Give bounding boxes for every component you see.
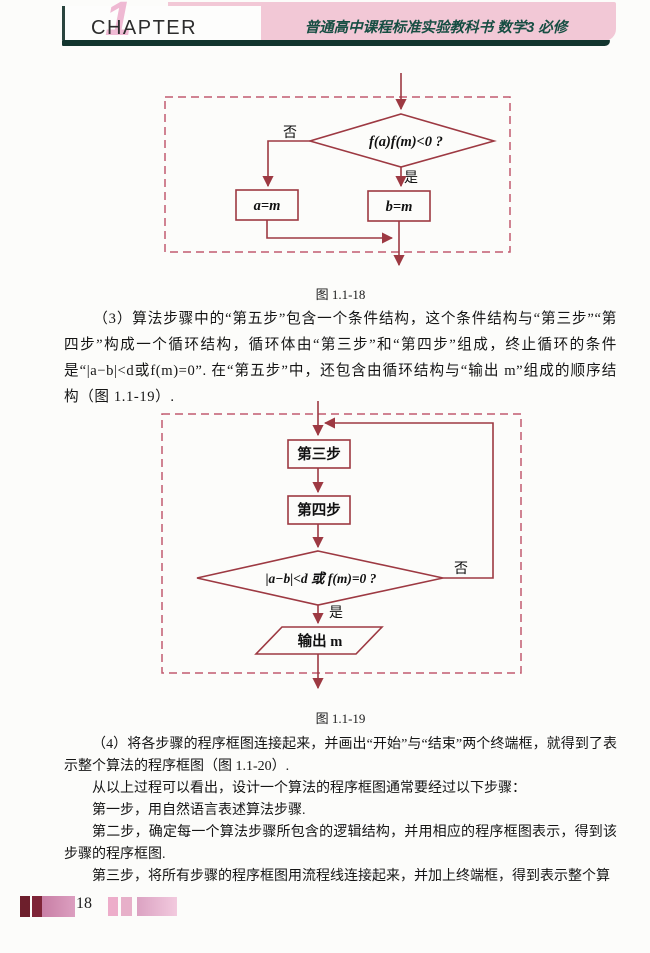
paragraph-8: 第三步，将所有步骤的程序框图用流程线连接起来，并加上终端框，得到表示整个算	[92, 869, 610, 884]
chapter-header: 1 CHAPTER 普通高中课程标准实验教科书 数学3 必修	[62, 0, 616, 48]
book-title: 普通高中课程标准实验教科书 数学3 必修	[304, 20, 568, 36]
footer-decor-block	[137, 897, 177, 916]
process-box-b	[367, 190, 431, 222]
figure-2-caption: 图 1.1-19	[315, 711, 366, 726]
decision-condition-text: |a−b|<d 或 f(m)=0 ?	[266, 571, 377, 586]
chapter-label: CHAPTER	[91, 17, 198, 39]
paragraph-6: 第一步，用自然语言表述算法步骤.	[92, 803, 306, 818]
decision-condition-text: f(a)f(m)<0 ?	[369, 134, 443, 150]
paragraph-7: 第二步，确定每一个算法步骤所包含的逻辑结构，并用相应的程序框图表示，得到该步骤的…	[64, 825, 617, 862]
flow-arrow-loop-back	[323, 417, 494, 579]
body-text-block: （4）将各步骤的程序框图连接起来，并画出“开始”与“结束”两个终端框，就得到了表…	[64, 734, 617, 888]
flow-arrow-merge	[266, 220, 394, 244]
yes-branch-label: 是	[404, 171, 418, 186]
process-box-step4	[287, 495, 351, 525]
flowchart-figure-1-1-18: f(a)f(m)<0 ? 否 a=m 是 b=m	[164, 73, 511, 267]
dashed-structure-boundary	[161, 413, 522, 674]
chapter-label-panel: 1 CHAPTER	[62, 0, 261, 44]
process-box-step3-text: 第三步	[297, 445, 341, 463]
no-branch-label: 否	[454, 562, 468, 577]
process-box-a	[235, 189, 299, 221]
paragraph-3: （3）算法步骤中的“第五步”包含一个条件结构，这个条件结构与“第三步”“第四步”…	[64, 311, 617, 405]
footer-decor-block	[20, 896, 30, 917]
flowchart-figure-1-1-19: 第三步 第四步 |a−b|<d 或 f(m)=0 ? 否 是 输出 m	[161, 401, 522, 690]
process-box-b-text: b=m	[386, 199, 413, 215]
chapter-number: 1	[105, 0, 132, 46]
footer-decor-block	[42, 896, 75, 917]
process-box-step3	[287, 439, 351, 469]
no-branch-label: 否	[283, 126, 297, 141]
paragraph-5: 从以上过程可以看出，设计一个算法的程序框图通常要经过以下步骤：	[92, 781, 526, 796]
process-box-step4-text: 第四步	[297, 501, 341, 519]
page-footer: 18	[0, 893, 650, 923]
flow-arrow-no-branch	[262, 140, 310, 188]
paragraph-4: （4）将各步骤的程序框图连接起来，并画出“开始”与“结束”两个终端框，就得到了表…	[64, 737, 617, 774]
dashed-structure-boundary	[164, 96, 511, 253]
output-text: 输出 m	[298, 632, 343, 650]
header-shadow-bar	[62, 40, 610, 46]
footer-decor-block	[121, 897, 132, 916]
page-number: 18	[76, 895, 92, 912]
yes-branch-label: 是	[329, 606, 343, 621]
footer-decor-block	[108, 897, 118, 916]
output-parallelogram	[254, 626, 384, 655]
footer-decor-block	[32, 896, 42, 917]
process-box-a-text: a=m	[254, 198, 281, 214]
figure-1-caption: 图 1.1-18	[315, 287, 366, 302]
